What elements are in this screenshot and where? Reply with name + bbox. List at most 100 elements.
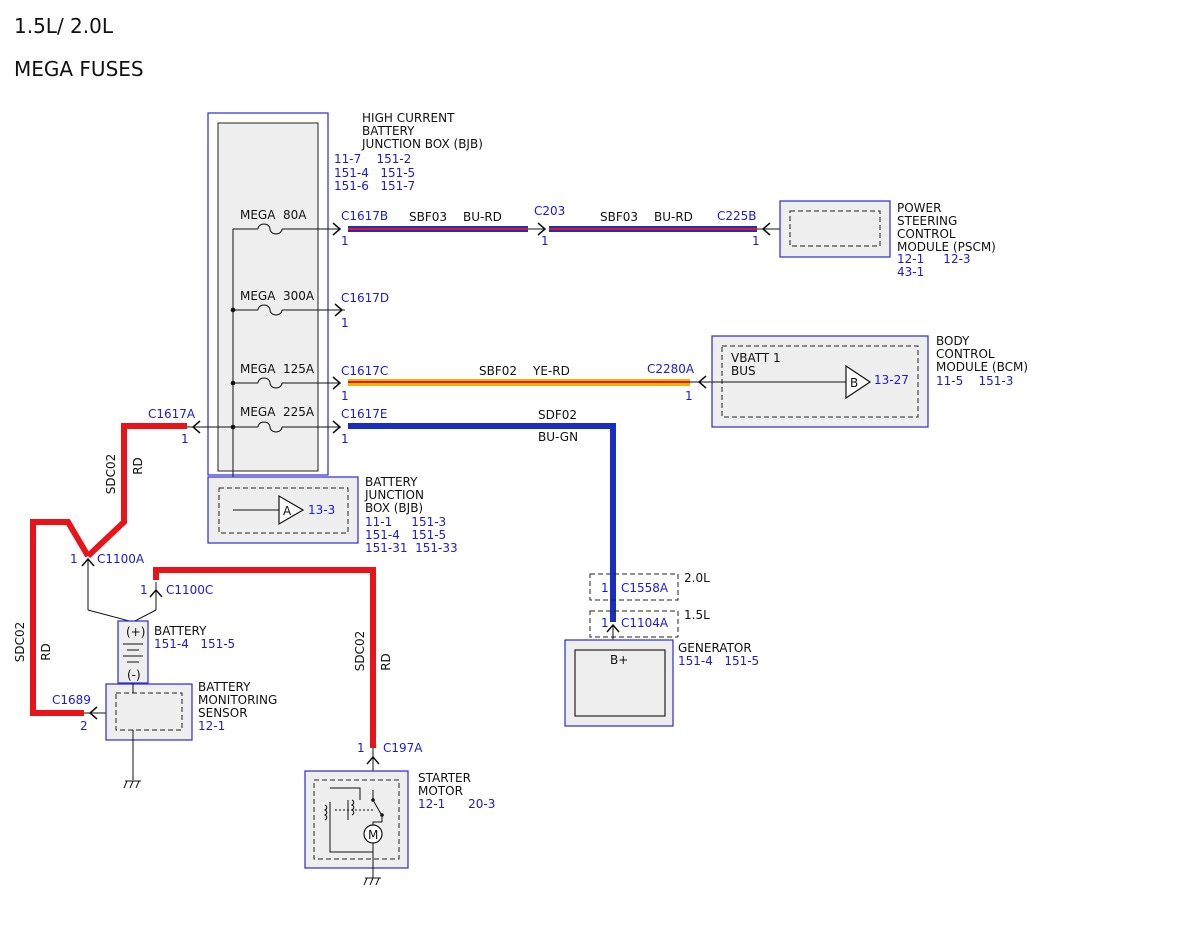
connector-name: C1617A <box>148 407 196 421</box>
generator-name: GENERATOR <box>678 641 752 655</box>
fuse-rating: 300A <box>283 289 315 303</box>
ground-icon <box>123 780 141 789</box>
bjb-name-3: BOX (BJB) <box>365 501 423 515</box>
bms-name-2: MONITORING <box>198 693 277 707</box>
page-title: 1.5L/ 2.0L <box>14 14 114 38</box>
wire-circuit: SDC02 <box>353 631 367 672</box>
connector-name: C1689 <box>52 693 91 707</box>
hcbjb-ref-1[interactable]: 11-7 151-2 <box>334 152 411 166</box>
connector-pin: 1 <box>601 616 609 630</box>
wire-sdc02-top[interactable]: SDC02 RD <box>85 423 187 559</box>
connector-c1100a[interactable]: C1100A 1 <box>70 552 145 610</box>
connector-pin: 1 <box>181 432 189 446</box>
connector-pin: 1 <box>140 583 148 597</box>
fuse-300a[interactable]: MEGA 300A <box>240 289 345 317</box>
connector-pin: 1 <box>70 552 78 566</box>
wire-color: BU-RD <box>463 210 502 224</box>
connector-name: C203 <box>534 204 565 218</box>
battery-leads <box>87 609 157 623</box>
connector-c203[interactable]: C203 1 <box>528 204 565 248</box>
battery-monitoring-sensor: BATTERY MONITORING SENSOR 12-1 <box>105 680 277 780</box>
hcbjb-name-1: HIGH CURRENT <box>362 111 455 125</box>
high-current-bjb: HIGH CURRENT BATTERY JUNCTION BOX (BJB) … <box>207 111 483 476</box>
bcm-offpage-letter: B <box>850 376 858 390</box>
generator-terminal: B+ <box>610 653 628 667</box>
wire-circuit: SDC02 <box>13 622 27 663</box>
connector-pin: 1 <box>685 389 693 403</box>
battery-refs[interactable]: 151-4 151-5 <box>154 637 235 651</box>
connector-name: C1617C <box>341 364 388 378</box>
bms-name-1: BATTERY <box>198 680 251 694</box>
bcm-ref-1[interactable]: 11-5 151-3 <box>936 374 1013 388</box>
connector-c1617e[interactable]: C1617E 1 <box>341 407 388 446</box>
fuse-125a[interactable]: MEGA 125A <box>240 362 342 390</box>
connector-c2280a[interactable]: C2280A 1 <box>647 362 712 403</box>
connector-pin: 1 <box>541 234 549 248</box>
wire-circuit: SDC02 <box>104 454 118 495</box>
hcbjb-name-3: JUNCTION BOX (BJB) <box>361 137 483 151</box>
bms-name-3: SENSOR <box>198 706 248 720</box>
wire-sdf02[interactable]: SDF02 BU-GN <box>348 408 616 622</box>
connector-name: C1558A <box>621 581 669 595</box>
bcm-name-1: BODY <box>936 334 970 348</box>
fuse-225a[interactable]: MEGA 225A <box>240 405 342 434</box>
bjb-ref-1[interactable]: 11-1 151-3 <box>365 515 446 529</box>
bcm-inner-2: BUS <box>731 364 756 378</box>
wire-color: BU-RD <box>654 210 693 224</box>
starter-refs[interactable]: 12-1 20-3 <box>418 797 495 811</box>
connector-name: C197A <box>383 741 423 755</box>
fuse-rating: 125A <box>283 362 315 376</box>
pscm-module: POWER STEERING CONTROL MODULE (PSCM) 12-… <box>779 200 996 279</box>
connector-c225b[interactable]: C225B 1 <box>717 209 780 248</box>
connector-c1100c[interactable]: C1100C 1 <box>140 582 213 610</box>
connector-variant: 2.0L <box>684 571 710 585</box>
hcbjb-ref-2[interactable]: 151-4 151-5 <box>334 166 415 180</box>
bcm-name-3: MODULE (BCM) <box>936 360 1028 374</box>
wire-circuit: SBF03 <box>409 210 447 224</box>
bjb-offpage-letter: A <box>283 504 292 518</box>
battery: (+) (-) BATTERY 151-4 151-5 <box>117 620 235 684</box>
bjb-ref-2[interactable]: 151-4 151-5 <box>365 528 446 542</box>
fuse-type: MEGA <box>240 405 276 419</box>
connector-c1617c[interactable]: C1617C 1 <box>341 364 388 403</box>
wire-color: RD <box>39 643 53 661</box>
connector-name: C225B <box>717 209 757 223</box>
connector-c1617a[interactable]: C1617A 1 <box>148 407 201 446</box>
pscm-name-1: POWER <box>897 201 941 215</box>
bjb-ref-3[interactable]: 151-31 151-33 <box>365 541 458 555</box>
connector-c1104a[interactable]: 1 C1104A 1.5L <box>589 608 710 650</box>
starter-motor-symbol: M <box>368 828 378 842</box>
pscm-ref-1[interactable]: 12-1 12-3 <box>897 252 971 266</box>
battery-pos: (+) <box>126 625 145 639</box>
bcm-inner-1: VBATT 1 <box>731 351 781 365</box>
connector-c1617d[interactable]: C1617D 1 <box>341 291 389 330</box>
wire-sdc02-left[interactable]: SDC02 RD <box>13 519 91 716</box>
connector-c1558a[interactable]: 1 C1558A 2.0L <box>589 571 710 601</box>
wire-sbf02[interactable]: SBF02 YE-RD <box>348 364 690 386</box>
wire-sdc02-starter[interactable]: SDC02 RD <box>153 567 393 748</box>
connector-pin: 1 <box>341 234 349 248</box>
bjb-offpage-ref[interactable]: 13-3 <box>308 503 335 517</box>
generator-refs[interactable]: 151-4 151-5 <box>678 654 759 668</box>
wire-sbf03-b[interactable]: SBF03 BU-RD <box>549 210 757 232</box>
fuse-type: MEGA <box>240 289 276 303</box>
pscm-ref-2[interactable]: 43-1 <box>897 265 924 279</box>
bms-ref-1[interactable]: 12-1 <box>198 719 225 733</box>
fuse-80a[interactable]: MEGA 80A <box>240 208 342 236</box>
bcm-offpage-ref[interactable]: 13-27 <box>874 373 909 387</box>
pscm-name-3: CONTROL <box>897 227 956 241</box>
bcm-name-2: CONTROL <box>936 347 995 361</box>
connector-name: C1617B <box>341 209 388 223</box>
connector-c1617b[interactable]: C1617B 1 <box>341 209 388 248</box>
fuse-type: MEGA <box>240 362 276 376</box>
pscm-name-2: STEERING <box>897 214 957 228</box>
connector-name: C1617D <box>341 291 389 305</box>
starter-motor: M STARTER MOTOR 12-1 20-3 <box>304 770 495 878</box>
connector-name: C1104A <box>621 616 669 630</box>
ground-icon <box>363 877 381 886</box>
wire-sbf03-a[interactable]: SBF03 BU-RD <box>348 210 528 232</box>
hcbjb-ref-3[interactable]: 151-6 151-7 <box>334 179 415 193</box>
connector-name: C1617E <box>341 407 388 421</box>
wire-circuit: SDF02 <box>538 408 577 422</box>
